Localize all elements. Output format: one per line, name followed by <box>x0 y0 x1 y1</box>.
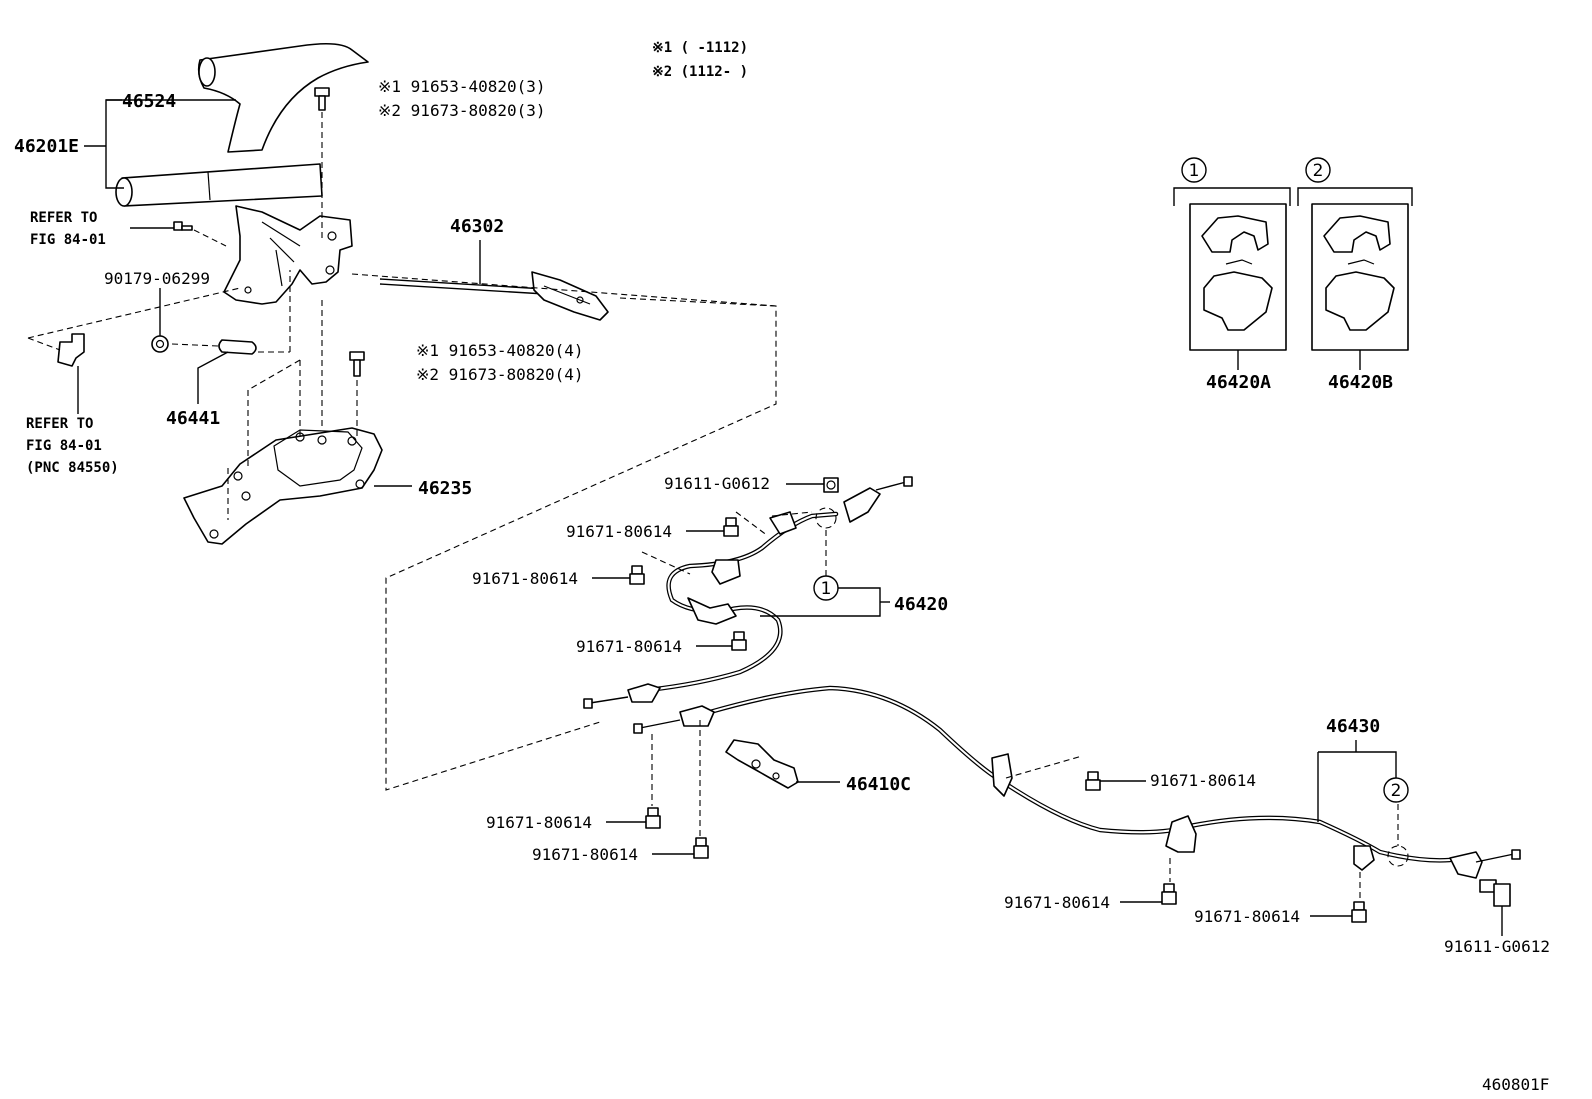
label-46410C: 46410C <box>846 774 911 795</box>
bracket-46410C[interactable] <box>725 739 799 789</box>
bolt-icon[interactable] <box>1085 771 1101 791</box>
ref-2-line-1: REFER TO <box>26 416 93 432</box>
rod-46302[interactable] <box>379 271 609 321</box>
label-91671-80614-8: 91671-80614 <box>1194 907 1300 926</box>
svg-text:1: 1 <box>1189 161 1200 181</box>
label-46420A: 46420A <box>1206 372 1271 393</box>
label-91671-80614-2: 91671-80614 <box>472 569 578 588</box>
label-91671-80614-4: 91671-80614 <box>486 813 592 832</box>
bolt-icon[interactable] <box>1161 883 1177 905</box>
bolt-icon[interactable] <box>1351 901 1367 923</box>
label-91611-G0612-a: 91611-G0612 <box>664 474 770 493</box>
svg-text:2: 2 <box>1313 161 1324 181</box>
nut-icon[interactable] <box>151 335 169 353</box>
ref-2-line-2: FIG 84-01 <box>26 438 102 454</box>
label-bolt-top-1: ※1 91653-40820(3) <box>378 77 546 96</box>
label-46302: 46302 <box>450 216 504 237</box>
label-91671-80614-6: 91671-80614 <box>1150 771 1256 790</box>
ref-1-line-1: REFER TO <box>30 210 97 226</box>
small-bracket-icon[interactable] <box>57 333 85 367</box>
bolt-icon[interactable] <box>723 517 739 537</box>
cable-46420[interactable] <box>583 476 913 709</box>
ref-2-line-3: (PNC 84550) <box>26 460 119 476</box>
bolt-icon[interactable] <box>693 837 709 859</box>
bolt-g0612-icon[interactable] <box>1479 879 1511 907</box>
clamp-box-46420B[interactable] <box>1311 203 1409 351</box>
label-90179-06299: 90179-06299 <box>104 269 210 288</box>
svg-text:2: 2 <box>1391 781 1402 801</box>
lever-cover-46524[interactable] <box>197 42 369 153</box>
note-2: ※2 (1112- ) <box>652 64 748 80</box>
callout-2-top: 2 <box>1305 157 1331 183</box>
lever-bracket[interactable] <box>223 205 353 305</box>
lever-handle[interactable] <box>115 163 323 207</box>
ref-1-line-2: FIG 84-01 <box>30 232 106 248</box>
label-46524: 46524 <box>122 91 176 112</box>
bolt-icon[interactable] <box>629 565 645 585</box>
label-bolt-mid-2: ※2 91673-80820(4) <box>416 365 584 384</box>
base-bracket-46235[interactable] <box>183 427 383 545</box>
bolt-mid-icon[interactable] <box>349 351 365 377</box>
cable-46430[interactable] <box>633 685 1521 879</box>
label-46201E: 46201E <box>14 136 79 157</box>
note-1: ※1 ( -1112) <box>652 40 748 56</box>
bolt-icon[interactable] <box>645 807 661 829</box>
callout-1-top: 1 <box>1181 157 1207 183</box>
bolt-icon[interactable] <box>731 631 747 651</box>
callout-1-cable: 1 <box>813 575 839 601</box>
label-91671-80614-7: 91671-80614 <box>1004 893 1110 912</box>
diagram-id: 460801F <box>1482 1075 1549 1094</box>
label-46430: 46430 <box>1326 716 1380 737</box>
spacer-46441-icon[interactable] <box>218 339 257 355</box>
label-46441: 46441 <box>166 408 220 429</box>
label-91611-G0612-b: 91611-G0612 <box>1444 937 1550 956</box>
label-91671-80614-3: 91671-80614 <box>576 637 682 656</box>
label-bolt-mid-1: ※1 91653-40820(4) <box>416 341 584 360</box>
label-bolt-top-2: ※2 91673-80820(3) <box>378 101 546 120</box>
clamp-box-46420A[interactable] <box>1189 203 1287 351</box>
label-91671-80614-1: 91671-80614 <box>566 522 672 541</box>
bolt-g0612-icon[interactable] <box>823 477 839 493</box>
label-46420B: 46420B <box>1328 372 1393 393</box>
label-46235: 46235 <box>418 478 472 499</box>
label-46420: 46420 <box>894 594 948 615</box>
callout-2-cable: 2 <box>1383 777 1409 803</box>
label-91671-80614-5: 91671-80614 <box>532 845 638 864</box>
svg-text:1: 1 <box>821 579 832 599</box>
small-bolt-icon[interactable] <box>173 221 193 231</box>
bolt-top-icon[interactable] <box>314 87 330 111</box>
